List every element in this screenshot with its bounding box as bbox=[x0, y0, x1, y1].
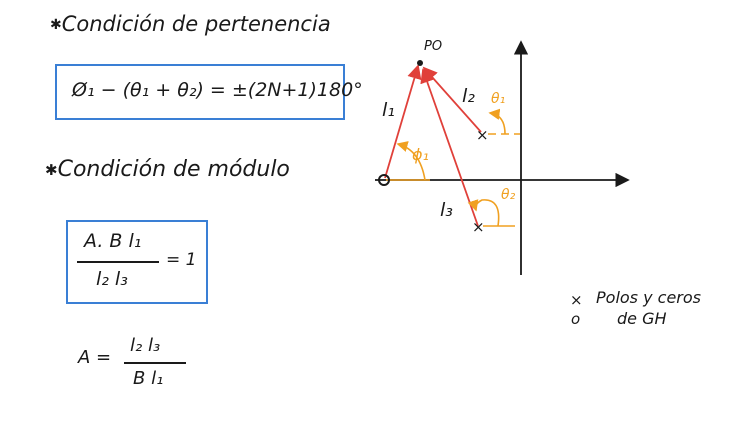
pole-marker-2: × bbox=[472, 218, 485, 236]
a-lhs: A = bbox=[78, 347, 112, 368]
equation-box-modulo bbox=[66, 220, 208, 304]
legend-text-line2: de GH bbox=[617, 309, 667, 328]
legend-pole-symbol: × bbox=[570, 291, 583, 309]
l1-label: l₁ bbox=[382, 99, 395, 121]
modulo-denominator: l₂ l₃ bbox=[96, 268, 128, 290]
theta1-label: θ₁ bbox=[491, 91, 505, 107]
phi1-label: ϕ₁ bbox=[412, 145, 429, 164]
po-label: PO bbox=[424, 39, 442, 54]
equation-box-pertenencia bbox=[55, 64, 345, 120]
bullet-icon: ✱ bbox=[45, 161, 58, 179]
heading-pertenencia: ✱Condición de pertenencia bbox=[50, 12, 331, 36]
a-numerator: l₂ l₃ bbox=[130, 335, 161, 356]
l3-label: l₃ bbox=[440, 199, 453, 221]
theta2-label: θ₂ bbox=[501, 187, 516, 203]
equation-pertenencia: Ø₁ − (θ₁ + θ₂) = ±(2N+1)180° bbox=[72, 79, 363, 101]
po-point bbox=[417, 60, 423, 66]
bullet-icon: ✱ bbox=[50, 17, 62, 33]
pole-marker-1: × bbox=[476, 126, 489, 144]
phi1-arc bbox=[396, 141, 426, 181]
theta2-arc bbox=[467, 199, 500, 227]
legend-zero-symbol: o bbox=[571, 310, 581, 328]
modulo-numerator: A. B l₁ bbox=[84, 230, 142, 252]
legend-text-line1: Polos y ceros bbox=[596, 288, 701, 307]
theta1-arc bbox=[488, 108, 506, 135]
heading-modulo: ✱Condición de módulo bbox=[45, 157, 290, 182]
vector-l1 bbox=[384, 64, 422, 179]
modulo-fraction-line bbox=[77, 261, 159, 263]
l2-label: l₂ bbox=[462, 85, 475, 107]
modulo-rhs: = 1 bbox=[166, 250, 197, 270]
a-fraction-line bbox=[124, 362, 186, 364]
zero-marker bbox=[378, 174, 390, 186]
a-denominator: B l₁ bbox=[133, 368, 164, 389]
